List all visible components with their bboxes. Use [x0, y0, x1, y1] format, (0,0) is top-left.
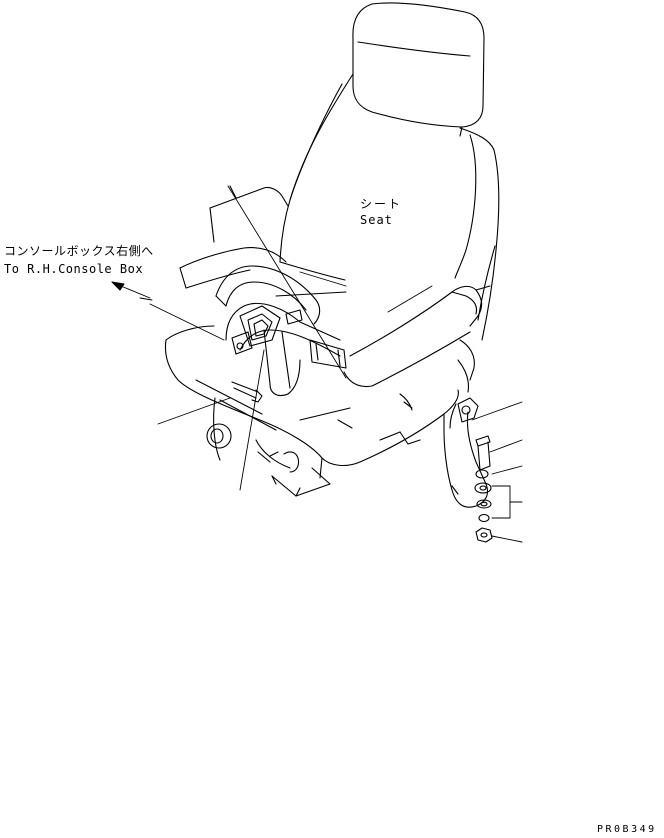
backrest — [280, 74, 499, 340]
seat-belt — [216, 266, 340, 396]
right-armrest — [344, 286, 490, 392]
buckle — [232, 306, 302, 354]
console-label-en: To R.H.Console Box — [4, 262, 144, 276]
retractor — [310, 340, 346, 368]
left-armrest — [180, 186, 288, 288]
leader-lines — [140, 186, 522, 542]
direction-arrow — [112, 282, 150, 298]
seat-bolt — [232, 382, 262, 402]
seat-cushion — [166, 326, 459, 478]
seat-label-en: Seat — [360, 213, 393, 227]
console-label-jp: コンソールボックス右側へ — [4, 244, 154, 258]
drawing-code: PR0B349 — [597, 824, 657, 835]
headrest — [353, 3, 484, 136]
hardware-stack — [475, 436, 492, 542]
seat-label-jp: シート — [360, 197, 403, 211]
seat-base — [207, 398, 420, 496]
anchor-bracket — [444, 398, 488, 507]
